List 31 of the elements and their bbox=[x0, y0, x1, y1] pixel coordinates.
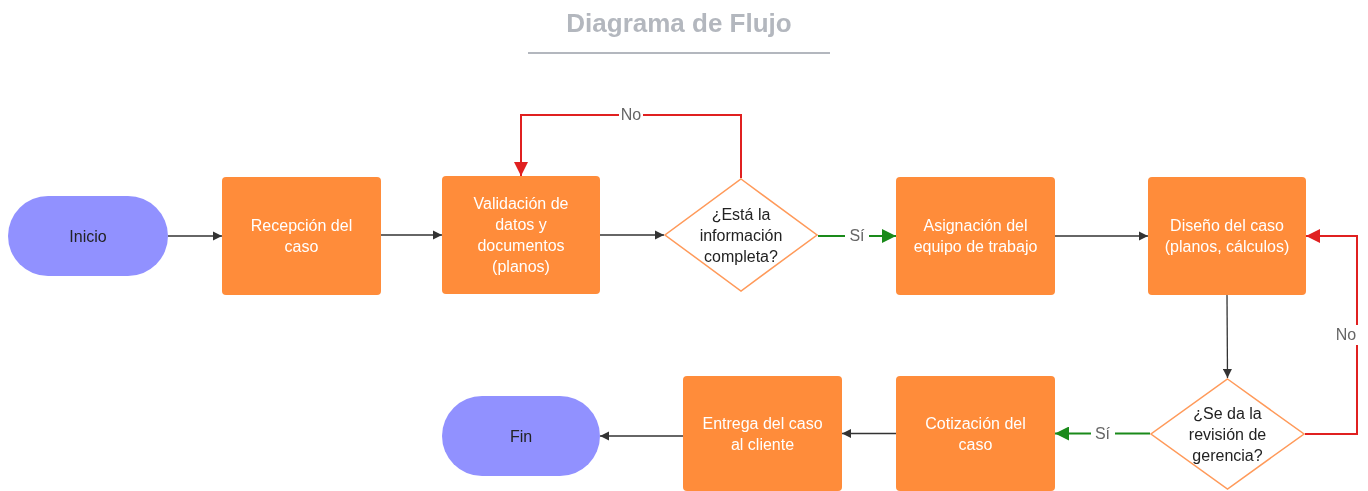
node-label: Validación de datos y documentos (planos) bbox=[472, 194, 570, 277]
process-box bbox=[683, 376, 842, 491]
arrow bbox=[1222, 294, 1232, 379]
arrow bbox=[599, 230, 665, 240]
title: Diagrama de Flujo bbox=[565, 8, 793, 39]
arrow bbox=[1054, 231, 1149, 241]
decision-diamond bbox=[664, 178, 818, 292]
node-label: Diseño del caso (planos, cálculos) bbox=[1163, 216, 1291, 257]
node-label: Cotización del caso bbox=[924, 413, 1027, 455]
node-label: ¿Está la información completa? bbox=[698, 204, 784, 267]
arrow bbox=[1054, 426, 1151, 441]
process-box bbox=[896, 177, 1055, 295]
edge-label: No bbox=[1334, 325, 1358, 345]
node-label: Recepción del caso bbox=[249, 216, 354, 257]
process-box bbox=[222, 177, 381, 295]
arrow bbox=[514, 114, 742, 179]
arrow bbox=[380, 230, 443, 240]
arrow bbox=[167, 231, 223, 241]
arrow bbox=[841, 428, 897, 439]
process-box bbox=[1148, 177, 1306, 295]
process-box bbox=[442, 176, 600, 294]
node-label: Inicio bbox=[69, 226, 107, 247]
process-box bbox=[896, 376, 1055, 491]
decision-diamond bbox=[1150, 378, 1305, 490]
node-label: Entrega del caso al cliente bbox=[701, 413, 824, 455]
arrow bbox=[1304, 229, 1358, 435]
node-label: ¿Se da la revisión de gerencia? bbox=[1187, 403, 1268, 466]
node-label: Fin bbox=[509, 426, 533, 447]
arrow bbox=[817, 229, 897, 243]
arrow bbox=[599, 431, 684, 441]
node-label: Asignación del equipo de trabajo bbox=[912, 216, 1039, 257]
